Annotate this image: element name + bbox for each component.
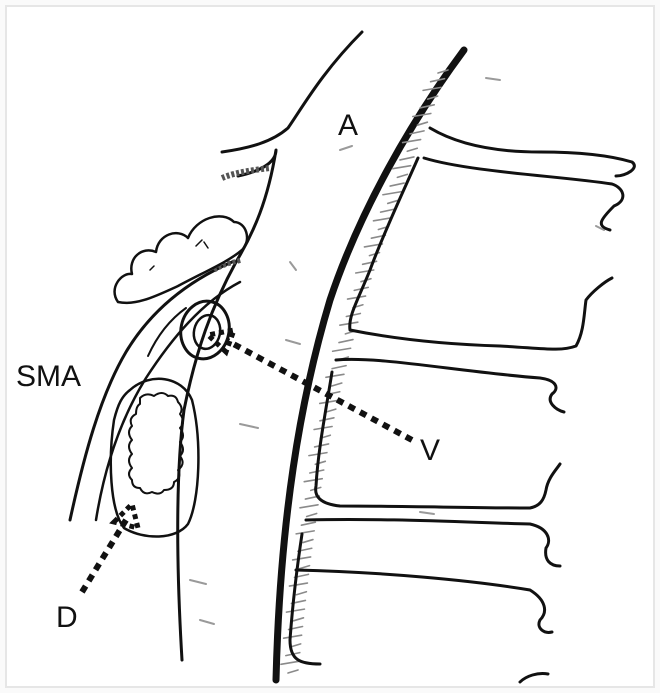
label-vein: V — [420, 434, 440, 467]
label-duodenum: D — [56, 601, 78, 634]
paper-border — [6, 6, 654, 687]
label-aorta: A — [338, 109, 358, 142]
label-sma: SMA — [16, 360, 81, 393]
